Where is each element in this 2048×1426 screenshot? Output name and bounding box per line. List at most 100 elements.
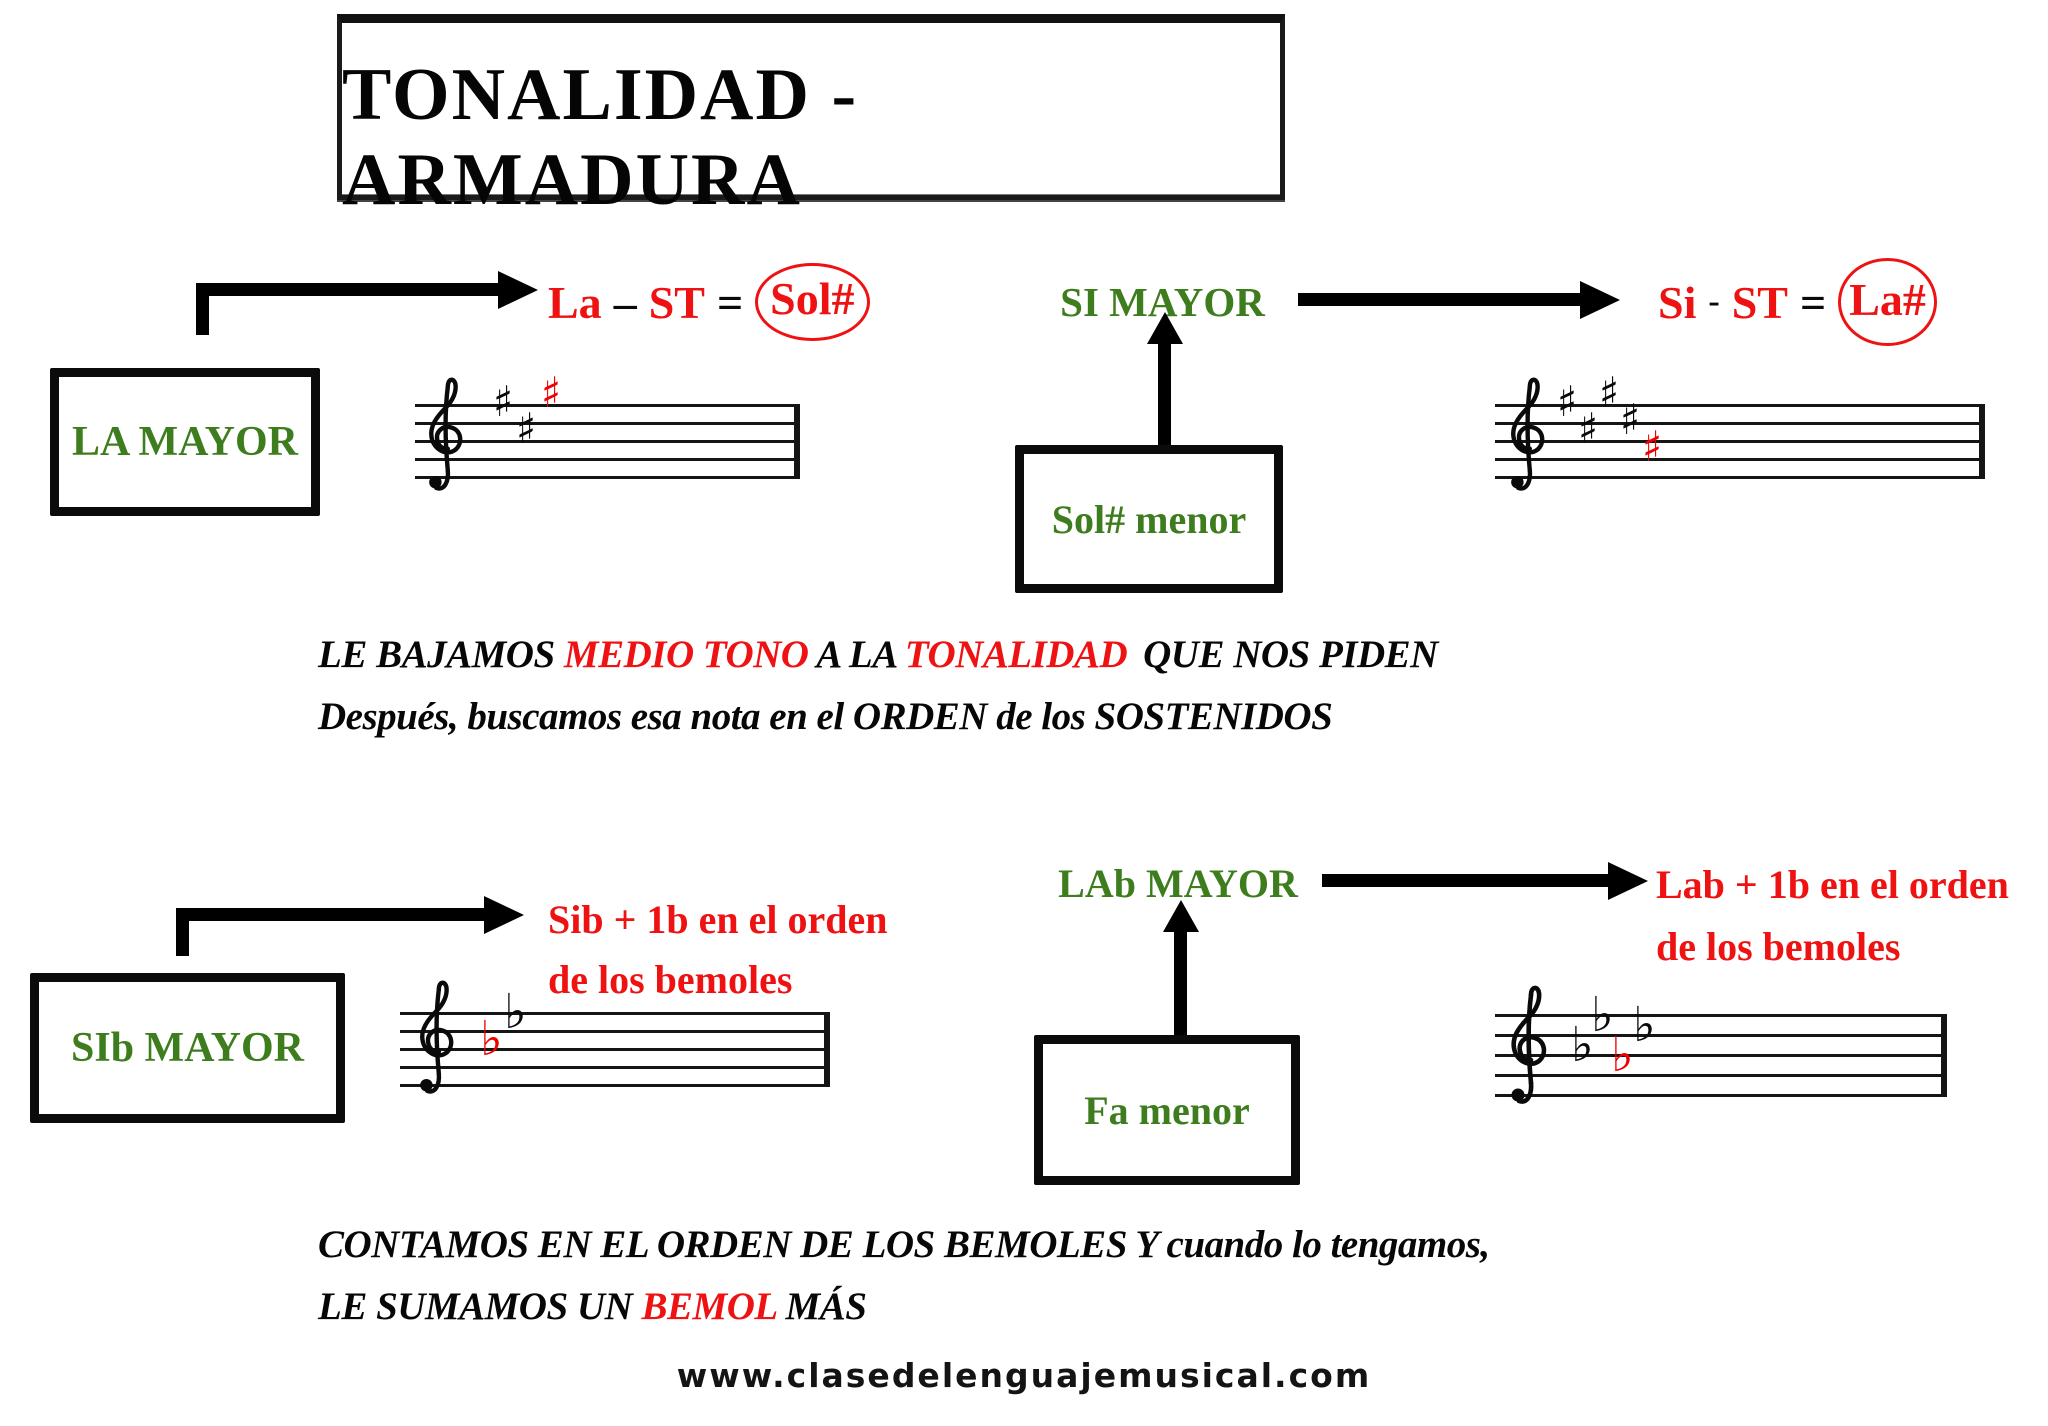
formula-si-minus: - bbox=[1708, 283, 1720, 320]
sharp-icon: ♯ bbox=[1620, 395, 1641, 444]
staff-line bbox=[415, 476, 800, 479]
page-title: TONALIDAD - ARMADURA bbox=[342, 54, 859, 221]
flat-icon-red: ♭ bbox=[480, 1011, 503, 1067]
arrow-si-head-icon bbox=[1580, 281, 1620, 319]
formula-si: Si - ST = La# bbox=[1658, 252, 1937, 352]
staff-line bbox=[1495, 1054, 1947, 1057]
treble-clef-icon bbox=[421, 375, 467, 509]
staff-line bbox=[1495, 404, 1985, 407]
staff-line bbox=[415, 458, 800, 461]
flat-icon: ♭ bbox=[1591, 987, 1614, 1043]
staff-sib-mayor: ♭ ♭ bbox=[400, 1012, 830, 1087]
caption-highlight: MEDIO TONO bbox=[563, 633, 809, 676]
staff-line bbox=[415, 440, 800, 443]
lab-rule-line1: Lab + 1b en el orden bbox=[1656, 862, 2009, 907]
formula-la-result-circled: Sol# bbox=[755, 263, 870, 341]
caption-text: LE SUMAMOS UN bbox=[318, 1285, 642, 1328]
arrow-sib-vertical bbox=[176, 908, 189, 956]
staff-end-barline bbox=[824, 1012, 830, 1087]
arrow-la-head-icon bbox=[498, 271, 538, 309]
staff-line bbox=[1495, 1014, 1947, 1017]
staff-line bbox=[1495, 1094, 1947, 1097]
staff-line bbox=[1495, 458, 1985, 461]
arrow-solmenor-vertical bbox=[1158, 340, 1171, 445]
sib-mayor-box-label: SIb MAYOR bbox=[70, 1025, 304, 1071]
staff-line bbox=[400, 1048, 830, 1051]
formula-la-minus: – bbox=[613, 276, 637, 328]
title-box: TONALIDAD - ARMADURA bbox=[337, 14, 1285, 221]
fa-menor-label: Fa menor bbox=[1084, 1087, 1250, 1133]
caption-text: A LA bbox=[808, 633, 905, 676]
staff-line bbox=[400, 1030, 830, 1033]
treble-clef-icon bbox=[412, 978, 458, 1112]
staff-line bbox=[1495, 440, 1985, 443]
arrow-sib-horizontal bbox=[176, 908, 486, 921]
caption-highlight: TONALIDAD bbox=[904, 633, 1128, 676]
staff-end-barline bbox=[794, 404, 800, 479]
treble-clef-icon bbox=[1503, 375, 1549, 509]
staff-line bbox=[1495, 422, 1985, 425]
formula-si-result-circled: La# bbox=[1838, 258, 1937, 346]
sharps-caption-line2: Después, buscamos esa nota en el ORDEN d… bbox=[318, 695, 1333, 738]
staff-line bbox=[1495, 476, 1985, 479]
caption-highlight: BEMOL bbox=[641, 1285, 777, 1328]
flat-icon: ♭ bbox=[504, 984, 527, 1040]
arrow-lab-head-icon bbox=[1608, 862, 1648, 900]
website-url: www.clasedelenguajemusical.com bbox=[676, 1356, 1372, 1395]
staff-line bbox=[400, 1012, 830, 1015]
staff-line bbox=[415, 422, 800, 425]
arrow-famenor-vertical bbox=[1174, 928, 1187, 1035]
flat-icon: ♭ bbox=[1633, 997, 1656, 1053]
staff-la-mayor: ♯ ♯ ♯ bbox=[415, 372, 800, 479]
sib-rule-line2: de los bemoles bbox=[548, 957, 793, 1002]
formula-la: La – ST = Sol# bbox=[548, 252, 870, 352]
staff-line bbox=[1495, 1074, 1947, 1077]
fa-menor-box: Fa menor bbox=[1034, 1035, 1300, 1185]
lab-rule-line2: de los bemoles bbox=[1656, 924, 1901, 969]
staff-si-mayor: ♯ ♯ ♯ ♯ ♯ bbox=[1495, 372, 1985, 479]
sharp-icon-red: ♯ bbox=[541, 368, 562, 417]
formula-si-note: Si bbox=[1658, 276, 1697, 328]
caption-text: LE BAJAMOS bbox=[318, 633, 564, 676]
flats-caption: CONTAMOS EN EL ORDEN DE LOS BEMOLES Y cu… bbox=[318, 1214, 1490, 1338]
arrow-famenor-head-icon bbox=[1163, 900, 1199, 932]
arrow-lab-horizontal bbox=[1322, 874, 1612, 887]
flats-caption-line1: CONTAMOS EN EL ORDEN DE LOS BEMOLES Y cu… bbox=[318, 1223, 1490, 1266]
sharp-icon: ♯ bbox=[1599, 368, 1620, 417]
sharp-icon: ♯ bbox=[1557, 377, 1578, 426]
la-mayor-box-label: LA MAYOR bbox=[72, 419, 298, 465]
sharp-icon: ♯ bbox=[516, 404, 537, 453]
lab-rule-note: Lab + 1b en el orden de los bemoles bbox=[1656, 854, 2009, 978]
lab-mayor-label: LAb MAYOR bbox=[1058, 861, 1298, 906]
staff-line bbox=[400, 1066, 830, 1069]
flats-caption-line2: LE SUMAMOS UN BEMOL MÁS bbox=[318, 1276, 1490, 1338]
staff-line bbox=[415, 404, 800, 407]
arrow-solmenor-head-icon bbox=[1147, 312, 1183, 344]
sharp-icon: ♯ bbox=[493, 377, 514, 426]
staff-lab-mayor: ♭ ♭ ♭ ♭ bbox=[1495, 1014, 1947, 1097]
la-mayor-box: LA MAYOR bbox=[50, 368, 320, 516]
arrow-sib-head-icon bbox=[484, 896, 524, 934]
formula-la-note: La bbox=[548, 276, 602, 328]
sib-rule-note: Sib + 1b en el orden de los bemoles bbox=[548, 890, 888, 1010]
caption-text: MÁS bbox=[776, 1285, 867, 1328]
formula-si-equals: = bbox=[1799, 276, 1827, 328]
sol-sharp-menor-box: Sol# menor bbox=[1015, 445, 1283, 593]
staff-end-barline bbox=[1941, 1014, 1947, 1097]
sharp-icon-red: ♯ bbox=[1642, 422, 1663, 471]
arrow-la-horizontal bbox=[196, 283, 500, 296]
sol-sharp-menor-label: Sol# menor bbox=[1051, 496, 1247, 542]
sharp-icon: ♯ bbox=[1578, 404, 1599, 453]
sib-mayor-box: SIb MAYOR bbox=[30, 973, 345, 1123]
flat-icon: ♭ bbox=[1571, 1017, 1594, 1073]
formula-si-interval: ST bbox=[1731, 276, 1788, 328]
sib-rule-line1: Sib + 1b en el orden bbox=[548, 897, 888, 942]
formula-la-equals: = bbox=[716, 276, 744, 328]
staff-line bbox=[400, 1084, 830, 1087]
formula-la-interval: ST bbox=[648, 276, 705, 328]
arrow-la-vertical bbox=[196, 283, 209, 335]
arrow-si-horizontal bbox=[1298, 293, 1583, 306]
